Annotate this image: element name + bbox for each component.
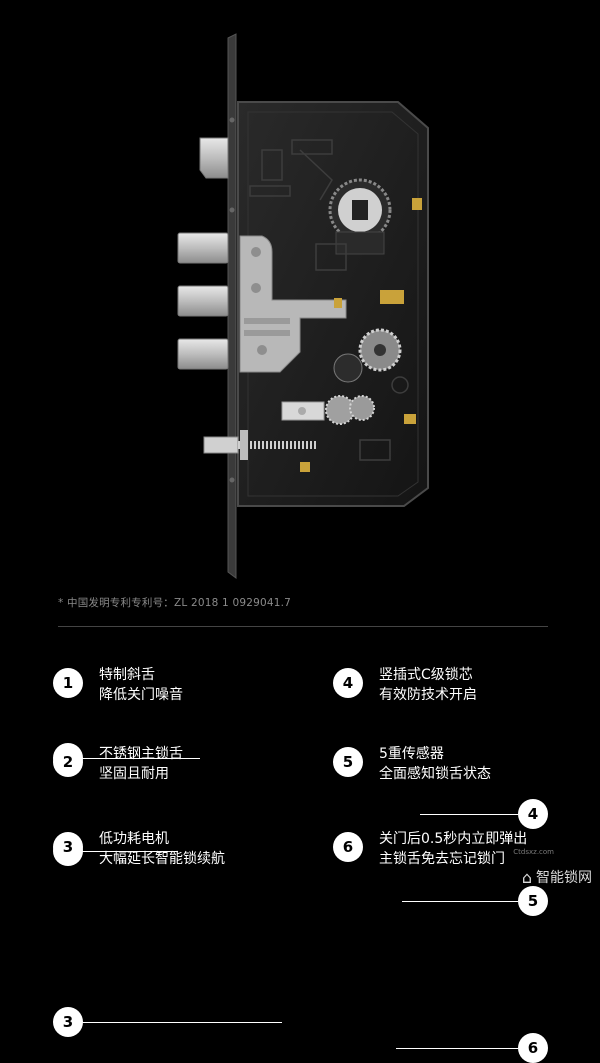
- feature-badge: 5: [333, 747, 363, 777]
- lock-illustration: 1 2 3 4 5 6: [53, 33, 548, 1063]
- feature-desc: 坚固且耐用: [99, 766, 169, 782]
- feature-badge: 2: [53, 747, 83, 777]
- sensors: [300, 198, 422, 472]
- feature-badge: 3: [53, 832, 83, 862]
- feature-item-2: 2 不锈钢主锁舌 坚固且耐用: [53, 741, 293, 787]
- leader-line: [82, 851, 178, 852]
- feature-title: 5重传感器: [379, 746, 444, 762]
- feature-badge: 1: [53, 668, 83, 698]
- patent-note: * 中国发明专利专利号：ZL 2018 1 0929041.7: [58, 597, 292, 609]
- callout-badge: 4: [518, 799, 548, 829]
- watermark-text: 智能锁网: [536, 870, 592, 886]
- main-bolts: [177, 232, 229, 370]
- mortise-lock-diagram: [177, 33, 429, 579]
- latch-bolt: [199, 137, 229, 179]
- feature-item-5: 5 5重传感器 全面感知锁舌状态: [333, 741, 573, 787]
- watermark-url: Ctdsxz.com: [513, 848, 554, 856]
- callout-badge: 3: [53, 1007, 83, 1037]
- feature-desc: 大幅延长智能锁续航: [99, 851, 225, 867]
- feature-title: 竖插式C级锁芯: [379, 667, 473, 683]
- feature-item-1: 1 特制斜舌 降低关门噪音: [53, 662, 293, 708]
- faceplate: [227, 33, 237, 579]
- house-logo-icon: ⌂: [521, 867, 532, 887]
- motor-gears: [281, 328, 402, 425]
- watermark: ⌂ 智能锁网: [522, 867, 592, 887]
- leader-line: [402, 901, 518, 902]
- feature-title: 关门后0.5秒内立即弹出: [379, 831, 528, 847]
- callout-badge: 6: [518, 1033, 548, 1063]
- feature-desc: 有效防技术开启: [379, 687, 477, 703]
- bolt-carrier-plate: [239, 235, 347, 373]
- feature-item-4: 4 竖插式C级锁芯 有效防技术开启: [333, 662, 573, 708]
- feature-badge: 6: [333, 832, 363, 862]
- leader-line: [82, 758, 200, 759]
- feature-desc: 全面感知锁舌状态: [379, 766, 491, 782]
- feature-title: 不锈钢主锁舌: [99, 746, 183, 762]
- leader-line: [82, 1022, 282, 1023]
- section-divider: [58, 626, 548, 627]
- feature-desc: 主锁舌免去忘记锁门: [379, 851, 505, 867]
- leader-line: [396, 1048, 518, 1049]
- feature-item-6: 6 关门后0.5秒内立即弹出 主锁舌免去忘记锁门: [333, 826, 573, 872]
- leader-line: [420, 814, 518, 815]
- callout-badge: 5: [518, 886, 548, 916]
- faceplate-screws: [229, 117, 235, 483]
- feature-badge: 4: [333, 668, 363, 698]
- auto-deadbolt-spring: [203, 430, 318, 460]
- feature-title: 特制斜舌: [99, 667, 155, 683]
- lock-cylinder: [328, 178, 392, 255]
- feature-desc: 降低关门噪音: [99, 687, 183, 703]
- feature-title: 低功耗电机: [99, 831, 169, 847]
- feature-item-3: 3 低功耗电机 大幅延长智能锁续航: [53, 826, 293, 872]
